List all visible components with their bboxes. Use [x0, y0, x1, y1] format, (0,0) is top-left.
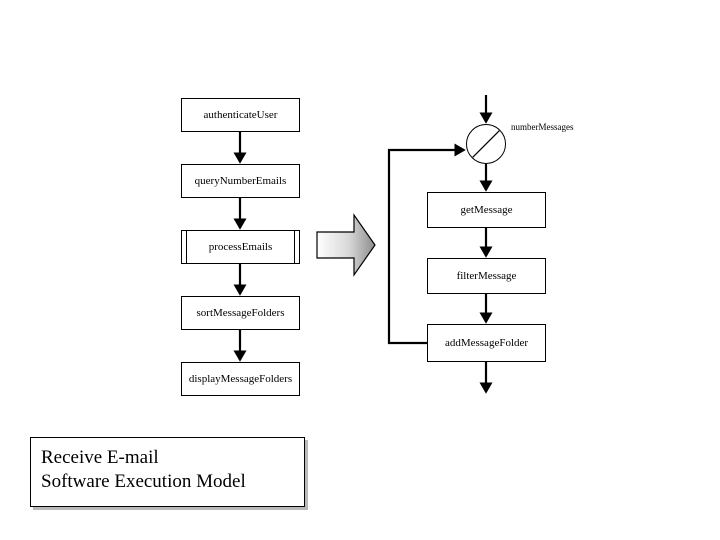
node-process-emails[interactable]: processEmails: [181, 230, 300, 264]
merge-node-label: numberMessages: [511, 122, 574, 132]
edge-loopback-add-to-merge: [387, 143, 466, 345]
node-label: authenticateUser: [203, 108, 278, 121]
node-add-message-folder[interactable]: addMessageFolder: [427, 324, 546, 362]
node-label: processEmails: [208, 240, 273, 253]
node-authenticate-user[interactable]: authenticateUser: [181, 98, 300, 132]
node-label: getMessage: [460, 203, 513, 216]
diagram-title-line-1: Receive E-mail: [41, 447, 159, 468]
merge-node-number-messages[interactable]: [466, 124, 506, 164]
node-label: filterMessage: [456, 269, 517, 282]
node-sort-message-folders[interactable]: sortMessageFolders: [181, 296, 300, 330]
diagram-title-box: Receive E-mail Software Execution Model: [30, 437, 305, 507]
node-label: sortMessageFolders: [196, 306, 285, 319]
diagram-title-line-2: Software Execution Model: [41, 471, 246, 493]
refinement-block-arrow: [316, 213, 376, 277]
node-display-message-folders[interactable]: displayMessageFolders: [181, 362, 300, 396]
node-label: addMessageFolder: [444, 336, 529, 349]
node-label: displayMessageFolders: [188, 372, 293, 385]
node-filter-message[interactable]: filterMessage: [427, 258, 546, 294]
node-label: queryNumberEmails: [194, 174, 287, 187]
node-query-number-emails[interactable]: queryNumberEmails: [181, 164, 300, 198]
node-get-message[interactable]: getMessage: [427, 192, 546, 228]
merge-slash-icon: [472, 130, 500, 158]
